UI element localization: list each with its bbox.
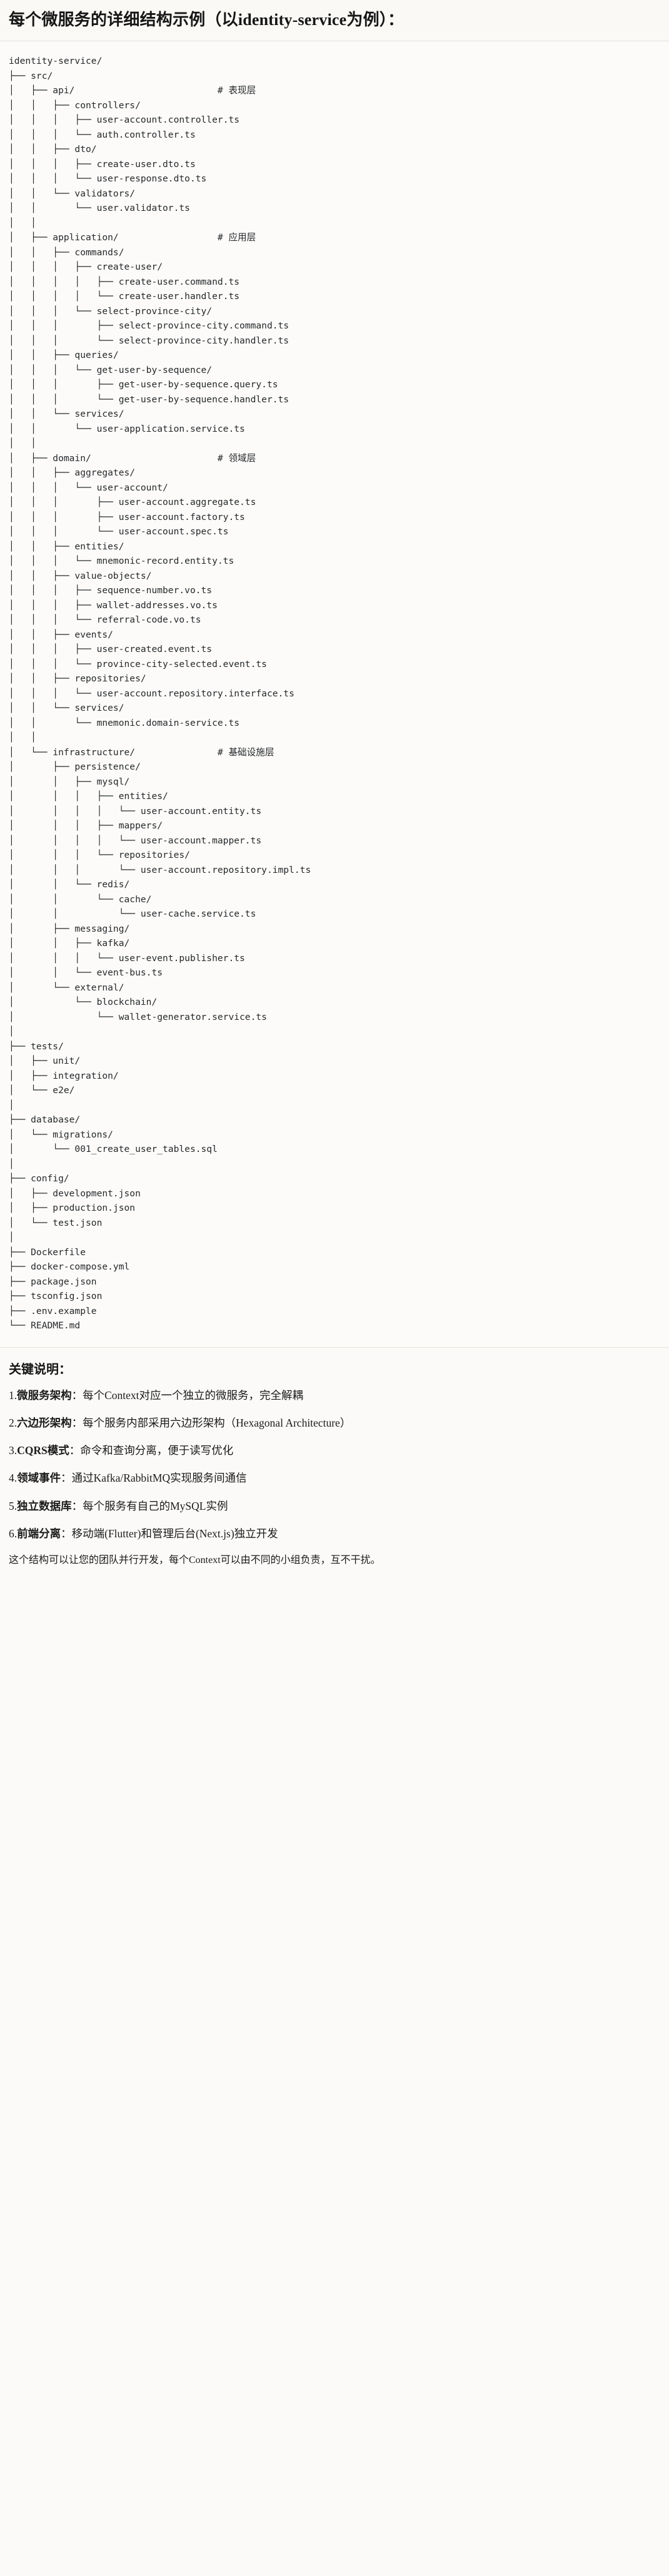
note-desc: 每个服务内部采用六边形架构（Hexagonal Architecture） <box>83 1416 351 1429</box>
note-sep: ： <box>69 1444 81 1457</box>
note-desc: 命令和查询分离，便于读写优化 <box>80 1444 234 1457</box>
list-item: 2.六边形架构：每个服务内部采用六边形架构（Hexagonal Architec… <box>9 1415 660 1431</box>
note-term: 领域事件 <box>17 1472 61 1485</box>
note-term: 前端分离 <box>17 1527 61 1540</box>
list-item: 1.微服务架构：每个Context对应一个独立的微服务，完全解耦 <box>9 1387 660 1403</box>
document-header: 每个微服务的详细结构示例（以identity-service为例）： <box>0 0 669 41</box>
key-notes-title: 关键说明： <box>9 1362 71 1377</box>
note-number: 6. <box>9 1527 18 1540</box>
note-term: CQRS模式 <box>17 1444 69 1457</box>
note-sep: ： <box>61 1472 72 1485</box>
note-sep: ： <box>71 1499 83 1512</box>
key-notes-block: 关键说明： 1.微服务架构：每个Context对应一个独立的微服务，完全解耦 2… <box>0 1347 669 1585</box>
tree-notes-divider <box>0 1347 669 1348</box>
note-desc: 每个服务有自己的MySQL实例 <box>83 1499 228 1512</box>
note-number: 4. <box>9 1472 18 1485</box>
note-term: 微服务架构 <box>17 1388 72 1402</box>
note-sep: ： <box>71 1416 83 1429</box>
note-number: 2. <box>9 1416 18 1429</box>
list-item: 5.独立数据库：每个服务有自己的MySQL实例 <box>9 1498 660 1514</box>
note-number: 5. <box>9 1499 18 1512</box>
note-sep: ： <box>61 1527 72 1540</box>
closing-paragraph: 这个结构可以让您的团队并行开发，每个Context可以由不同的小组负责，互不干扰… <box>9 1555 381 1566</box>
document-page: 每个微服务的详细结构示例（以identity-service为例）： ident… <box>0 0 669 1585</box>
note-sep: ： <box>71 1388 83 1402</box>
note-desc: 移动端(Flutter)和管理后台(Next.js)独立开发 <box>71 1527 278 1540</box>
note-term: 独立数据库 <box>17 1499 72 1512</box>
note-term: 六边形架构 <box>17 1416 72 1429</box>
note-desc: 每个Context对应一个独立的微服务，完全解耦 <box>83 1388 304 1402</box>
directory-tree: identity-service/ ├── src/ │ ├── api/ # … <box>9 56 311 1331</box>
note-number: 1. <box>9 1388 18 1402</box>
key-notes-list: 1.微服务架构：每个Context对应一个独立的微服务，完全解耦 2.六边形架构… <box>9 1387 660 1542</box>
note-number: 3. <box>9 1444 18 1457</box>
page-title: 每个微服务的详细结构示例（以identity-service为例）： <box>9 11 405 29</box>
directory-tree-block: identity-service/ ├── src/ │ ├── api/ # … <box>0 41 669 1347</box>
list-item: 3.CQRS模式：命令和查询分离，便于读写优化 <box>9 1442 660 1459</box>
note-desc: 通过Kafka/RabbitMQ实现服务间通信 <box>71 1472 247 1485</box>
list-item: 6.前端分离：移动端(Flutter)和管理后台(Next.js)独立开发 <box>9 1525 660 1542</box>
list-item: 4.领域事件：通过Kafka/RabbitMQ实现服务间通信 <box>9 1470 660 1486</box>
